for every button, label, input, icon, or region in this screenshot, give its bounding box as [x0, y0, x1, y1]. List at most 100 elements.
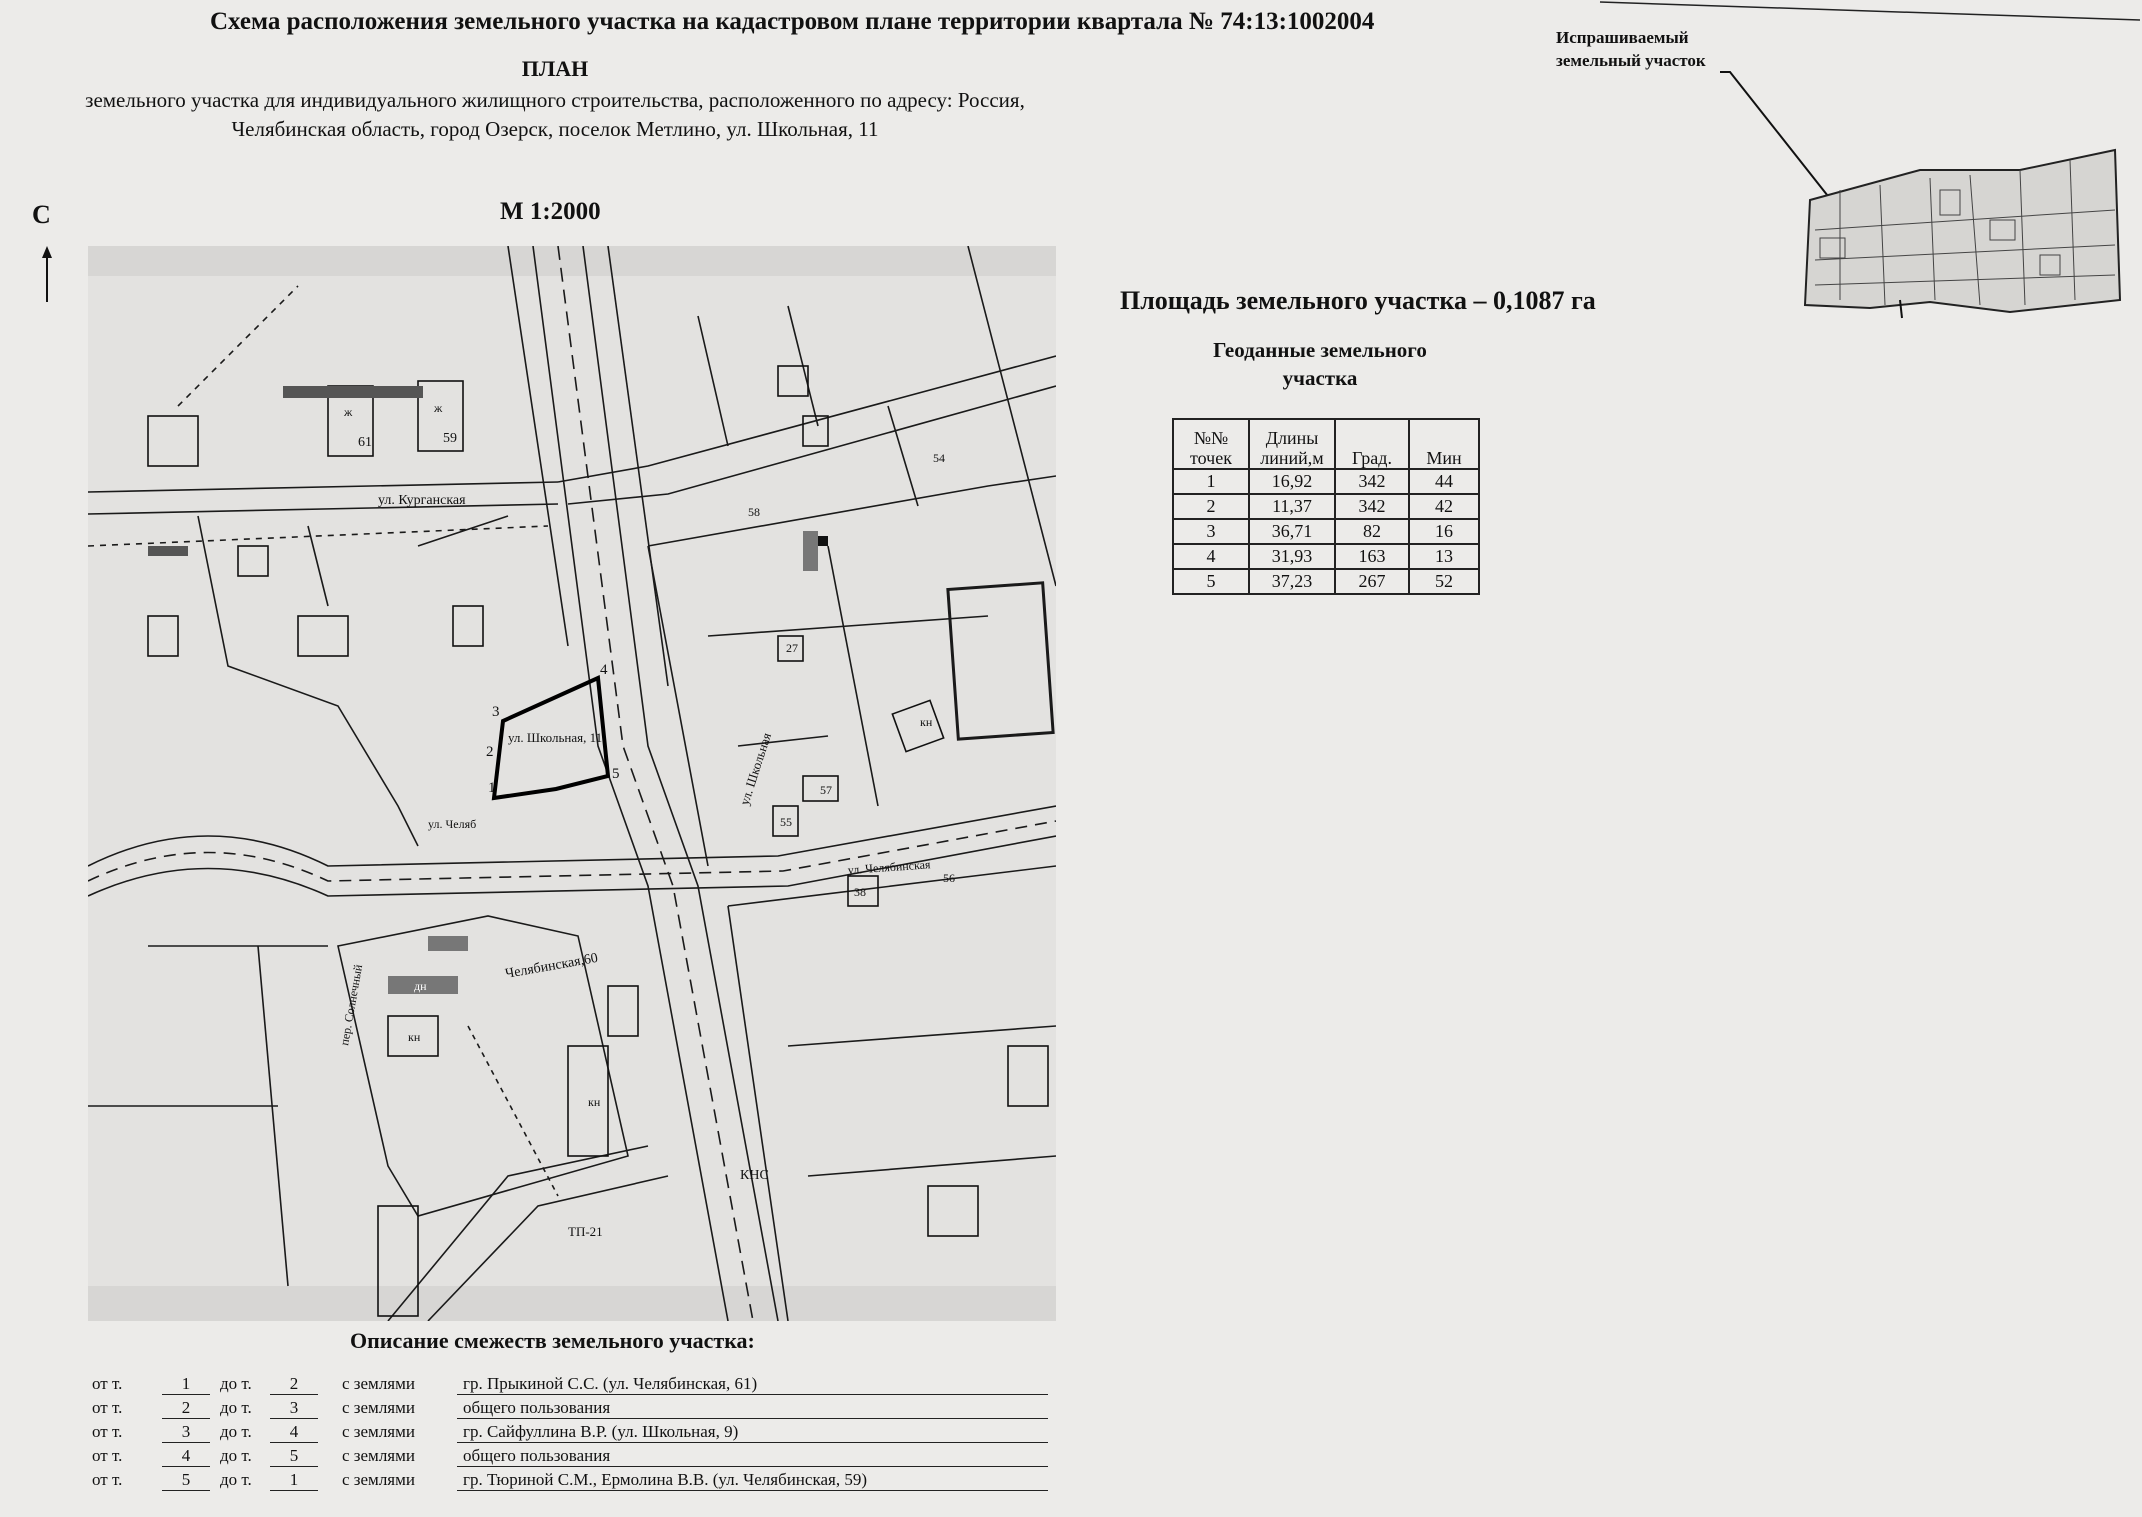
- from-point: 5: [162, 1470, 210, 1491]
- adjacency-desc: гр. Сайфуллина В.Р. (ул. Школьная, 9): [457, 1422, 1048, 1443]
- building-59: 59: [443, 431, 457, 446]
- parcel-address-label: ул. Школьная, 11: [508, 730, 602, 745]
- parcel-point-3: 3: [492, 704, 500, 720]
- requested-parcel-label-line1: Испрашиваемый: [1556, 28, 1689, 47]
- to-point: 3: [270, 1398, 318, 1419]
- table-row: 3 36,71 82 16: [1172, 518, 1480, 545]
- geodata-cell: 42: [1408, 493, 1480, 520]
- building-dn: дн: [414, 979, 427, 993]
- to-label: до т.: [220, 1374, 252, 1393]
- lands-label: с землями: [342, 1446, 415, 1465]
- kns-label: КНС: [740, 1168, 769, 1183]
- geodata-cell: 31,93: [1248, 543, 1336, 570]
- adjacency-desc: гр. Прыкиной С.С. (ул. Челябинская, 61): [457, 1374, 1048, 1395]
- plan-description: земельного участка для индивидуального ж…: [0, 86, 1110, 144]
- geodata-cell: 16,92: [1248, 468, 1336, 495]
- street-kurganskaya: ул. Курганская: [378, 493, 466, 508]
- geodata-title: Геоданные земельного участка: [1180, 336, 1460, 392]
- building-kn-2: кн: [588, 1095, 601, 1109]
- geodata-header-row: №№ точек Длины линий,м Град. Мин: [1172, 418, 1480, 470]
- building-zh-2: ж: [433, 401, 443, 415]
- geodata-header-minutes: Мин: [1408, 418, 1480, 470]
- to-point: 4: [270, 1422, 318, 1443]
- from-label: от т.: [92, 1470, 123, 1489]
- adjacency-heading: Описание смежеств земельного участка:: [350, 1328, 755, 1353]
- geodata-title-line1: Геоданные земельного: [1213, 338, 1427, 362]
- to-point: 1: [270, 1470, 318, 1491]
- geodata-cell: 16: [1408, 518, 1480, 545]
- building-38: 38: [854, 885, 866, 899]
- geodata-cell: 342: [1334, 468, 1410, 495]
- building-56: 56: [943, 871, 955, 885]
- geodata-cell: 1: [1172, 468, 1250, 495]
- from-point: 4: [162, 1446, 210, 1467]
- lands-label: с землями: [342, 1470, 415, 1489]
- geodata-cell: 44: [1408, 468, 1480, 495]
- building-57: 57: [820, 783, 832, 797]
- to-label: до т.: [220, 1470, 252, 1489]
- building-zh-1: ж: [343, 405, 353, 419]
- from-label: от т.: [92, 1422, 123, 1441]
- geodata-cell: 4: [1172, 543, 1250, 570]
- geodata-cell: 36,71: [1248, 518, 1336, 545]
- plan-description-line1: земельного участка для индивидуального ж…: [85, 88, 1025, 112]
- requested-parcel-label-line2: земельный участок: [1556, 51, 1706, 70]
- lands-label: с землями: [342, 1422, 415, 1441]
- to-point: 5: [270, 1446, 318, 1467]
- from-point: 3: [162, 1422, 210, 1443]
- from-point: 1: [162, 1374, 210, 1395]
- building-kn-3: кн: [920, 715, 933, 729]
- table-row: 5 37,23 267 52: [1172, 568, 1480, 595]
- plan-heading: ПЛАН: [521, 56, 589, 81]
- tp-label: ТП-21: [568, 1224, 603, 1239]
- building-27: 27: [786, 641, 798, 655]
- table-row: 2 11,37 342 42: [1172, 493, 1480, 520]
- lands-label: с землями: [342, 1374, 415, 1393]
- plan-description-line2: Челябинская область, город Озерск, посел…: [231, 117, 879, 141]
- geodata-header-lengths: Длины линий,м: [1248, 418, 1336, 470]
- street-cheljab: ул. Челяб: [428, 817, 476, 831]
- geodata-cell: 37,23: [1248, 568, 1336, 595]
- table-row: 1 16,92 342 44: [1172, 468, 1480, 495]
- requested-parcel-label: Испрашиваемый земельный участок: [1556, 26, 1706, 72]
- parcel-point-5: 5: [612, 766, 620, 782]
- from-label: от т.: [92, 1374, 123, 1393]
- geodata-cell: 2: [1172, 493, 1250, 520]
- geodata-cell: 3: [1172, 518, 1250, 545]
- building-61: 61: [358, 435, 372, 450]
- building-58: 58: [748, 505, 760, 519]
- geodata-cell: 11,37: [1248, 493, 1336, 520]
- geodata-cell: 52: [1408, 568, 1480, 595]
- table-row: 4 31,93 163 13: [1172, 543, 1480, 570]
- from-label: от т.: [92, 1398, 123, 1417]
- location-inset-map: [1599, 1, 2140, 319]
- building-54: 54: [933, 451, 945, 465]
- to-point: 2: [270, 1374, 318, 1395]
- parcel-point-2: 2: [486, 744, 494, 760]
- to-label: до т.: [220, 1422, 252, 1441]
- adjacency-desc: гр. Тюриной С.М., Ермолина В.В. (ул. Чел…: [457, 1470, 1048, 1491]
- geodata-cell: 82: [1334, 518, 1410, 545]
- building-kn-1: кн: [408, 1030, 421, 1044]
- north-arrow-icon: [42, 246, 52, 302]
- adjacency-desc: общего пользования: [457, 1398, 1048, 1419]
- parcel-area: Площадь земельного участка – 0,1087 га: [1120, 286, 1596, 315]
- to-label: до т.: [220, 1446, 252, 1465]
- from-point: 2: [162, 1398, 210, 1419]
- from-label: от т.: [92, 1446, 123, 1465]
- lands-label: с землями: [342, 1398, 415, 1417]
- north-label: С: [32, 200, 51, 229]
- geodata-cell: 13: [1408, 543, 1480, 570]
- map-scale: М 1:2000: [500, 198, 601, 225]
- geodata-cell: 5: [1172, 568, 1250, 595]
- geodata-header-points: №№ точек: [1172, 418, 1250, 470]
- parcel-point-1: 1: [488, 780, 496, 796]
- geodata-cell: 342: [1334, 493, 1410, 520]
- geodata-cell: 267: [1334, 568, 1410, 595]
- to-label: до т.: [220, 1398, 252, 1417]
- document-title: Схема расположения земельного участка на…: [210, 8, 1375, 35]
- geodata-header-degrees: Град.: [1334, 418, 1410, 470]
- parcel-point-4: 4: [600, 662, 608, 678]
- building-55: 55: [780, 815, 792, 829]
- geodata-title-line2: участка: [1282, 366, 1358, 390]
